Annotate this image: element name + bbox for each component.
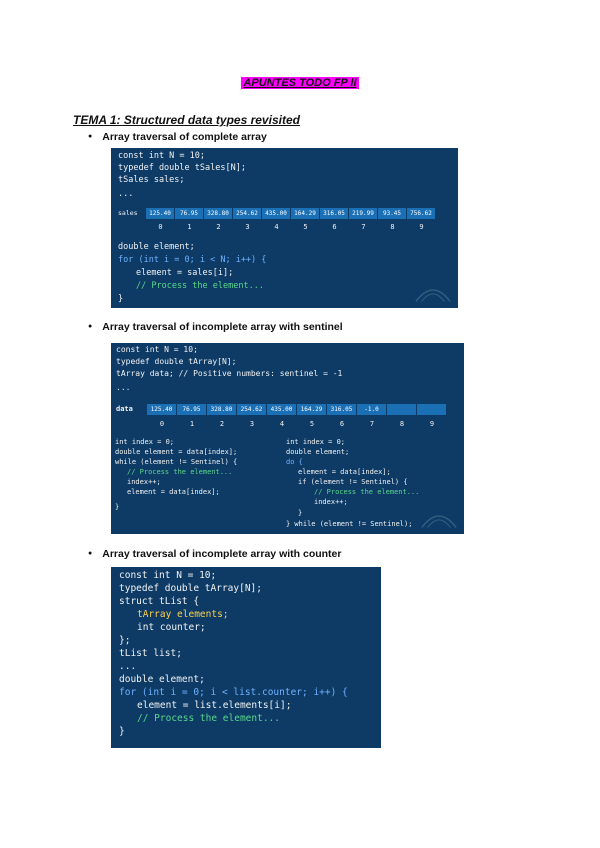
code-line: do { (286, 458, 303, 466)
array-cell: 328.80 (207, 404, 237, 415)
bullet-complete-array: Array traversal of complete array (88, 131, 267, 143)
code-line: index++; (314, 498, 348, 506)
array-indices: 0 1 2 3 4 5 6 7 8 9 (147, 420, 447, 428)
array-index: 7 (369, 420, 375, 428)
array-cell: 316.05 (320, 208, 349, 219)
code-line: const int N = 10; (116, 345, 198, 354)
array-cell: 756.62 (407, 208, 436, 219)
array-index: 4 (279, 420, 285, 428)
array-index: 0 (158, 223, 163, 231)
array-index: 2 (216, 223, 221, 231)
code-line: tArray data; // Positive numbers: sentin… (116, 369, 343, 378)
code-line: const int N = 10; (118, 151, 205, 161)
code-line: double element = data[index]; (115, 448, 238, 456)
code-line: for (int i = 0; i < N; i++) { (118, 255, 267, 265)
array-label: sales (118, 209, 138, 217)
code-line: int index = 0; (286, 438, 346, 446)
code-line: element = list.elements[i]; (137, 700, 292, 711)
array-index: 7 (361, 223, 366, 231)
code-line: element = data[index]; (298, 468, 391, 476)
code-block-sentinel: const int N = 10; typedef double tArray[… (111, 343, 464, 534)
code-comment: // Process the element... (137, 713, 280, 724)
array-cell: 76.95 (175, 208, 204, 219)
code-comment: // Process the element... (136, 281, 264, 291)
code-line: tSales sales; (118, 175, 185, 185)
code-line: } (115, 503, 120, 511)
code-line: double element; (286, 448, 350, 456)
array-index: 9 (429, 420, 435, 428)
array-cell: 254.62 (233, 208, 262, 219)
array-index: 3 (249, 420, 255, 428)
code-line: const int N = 10; (119, 570, 217, 581)
section-heading: TEMA 1: Structured data types revisited (73, 113, 300, 127)
code-line: struct tList { (119, 596, 200, 607)
code-line: tList list; (119, 648, 182, 659)
array-cell: 93.45 (378, 208, 407, 219)
array-index: 6 (332, 223, 337, 231)
code-line: } (118, 294, 124, 304)
array-cell: 125.40 (147, 404, 177, 415)
array-cell: 435.00 (267, 404, 297, 415)
watermark-icon (421, 515, 457, 528)
code-line: typedef double tArray[N]; (116, 357, 237, 366)
code-comment: // Process the element... (314, 488, 420, 496)
array-index: 4 (274, 223, 279, 231)
code-line: index++; (127, 478, 161, 486)
watermark-icon (415, 289, 451, 302)
array-index: 5 (303, 223, 308, 231)
array-cell: 219.99 (349, 208, 378, 219)
array-cell: 164.29 (297, 404, 327, 415)
array-cell: 435.00 (262, 208, 291, 219)
array-index: 1 (187, 223, 192, 231)
code-line: double element; (118, 242, 195, 252)
code-line: int counter; (137, 622, 206, 633)
code-line: }; (119, 635, 131, 646)
array-index: 6 (339, 420, 345, 428)
array-index: 2 (219, 420, 225, 428)
array-cell: 328.80 (204, 208, 233, 219)
array-cell (417, 404, 447, 415)
array-index: 3 (245, 223, 250, 231)
code-line: int index = 0; (115, 438, 175, 446)
code-line: double element; (119, 674, 205, 685)
code-line: } while (element != Sentinel); (286, 520, 413, 528)
bullet-sentinel-array: Array traversal of incomplete array with… (88, 321, 342, 333)
code-block-complete-array: const int N = 10; typedef double tSales[… (111, 148, 458, 308)
code-comment: // Process the element... (127, 468, 233, 476)
array-indices: 0 1 2 3 4 5 6 7 8 9 (146, 223, 436, 231)
array-index: 0 (159, 420, 165, 428)
array-index: 8 (390, 223, 395, 231)
array-cell: 76.95 (177, 404, 207, 415)
array-cell (387, 404, 417, 415)
array-cell: 316.05 (327, 404, 357, 415)
code-line: element = data[index]; (127, 488, 220, 496)
array-label: data (116, 405, 133, 413)
code-line: } (298, 509, 303, 517)
array-index: 8 (399, 420, 405, 428)
code-line: typedef double tSales[N]; (118, 163, 246, 173)
code-line: ... (118, 189, 134, 199)
array-cell: 164.29 (291, 208, 320, 219)
code-line: typedef double tArray[N]; (119, 583, 262, 594)
array-index: 1 (189, 420, 195, 428)
code-block-counter: const int N = 10; typedef double tArray[… (111, 567, 381, 748)
code-line: } (119, 726, 125, 737)
array-index: 5 (309, 420, 315, 428)
code-line: ... (116, 383, 131, 392)
document-title: APUNTES TODO FP II (0, 73, 600, 91)
array-cell: 254.62 (237, 404, 267, 415)
array-cell: 125.40 (146, 208, 175, 219)
code-line: while (element != Sentinel) { (115, 458, 238, 466)
bullet-counter-array: Array traversal of incomplete array with… (88, 548, 341, 560)
code-line: if (element != Sentinel) { (298, 478, 408, 486)
array-index: 9 (419, 223, 424, 231)
code-line: for (int i = 0; i < list.counter; i++) { (119, 687, 348, 698)
code-line: ... (119, 661, 137, 672)
document-title-text: APUNTES TODO FP II (241, 77, 359, 89)
code-line: element = sales[i]; (136, 268, 234, 278)
array-cell: -1.0 (357, 404, 387, 415)
code-line: tArray elements; (137, 609, 229, 620)
